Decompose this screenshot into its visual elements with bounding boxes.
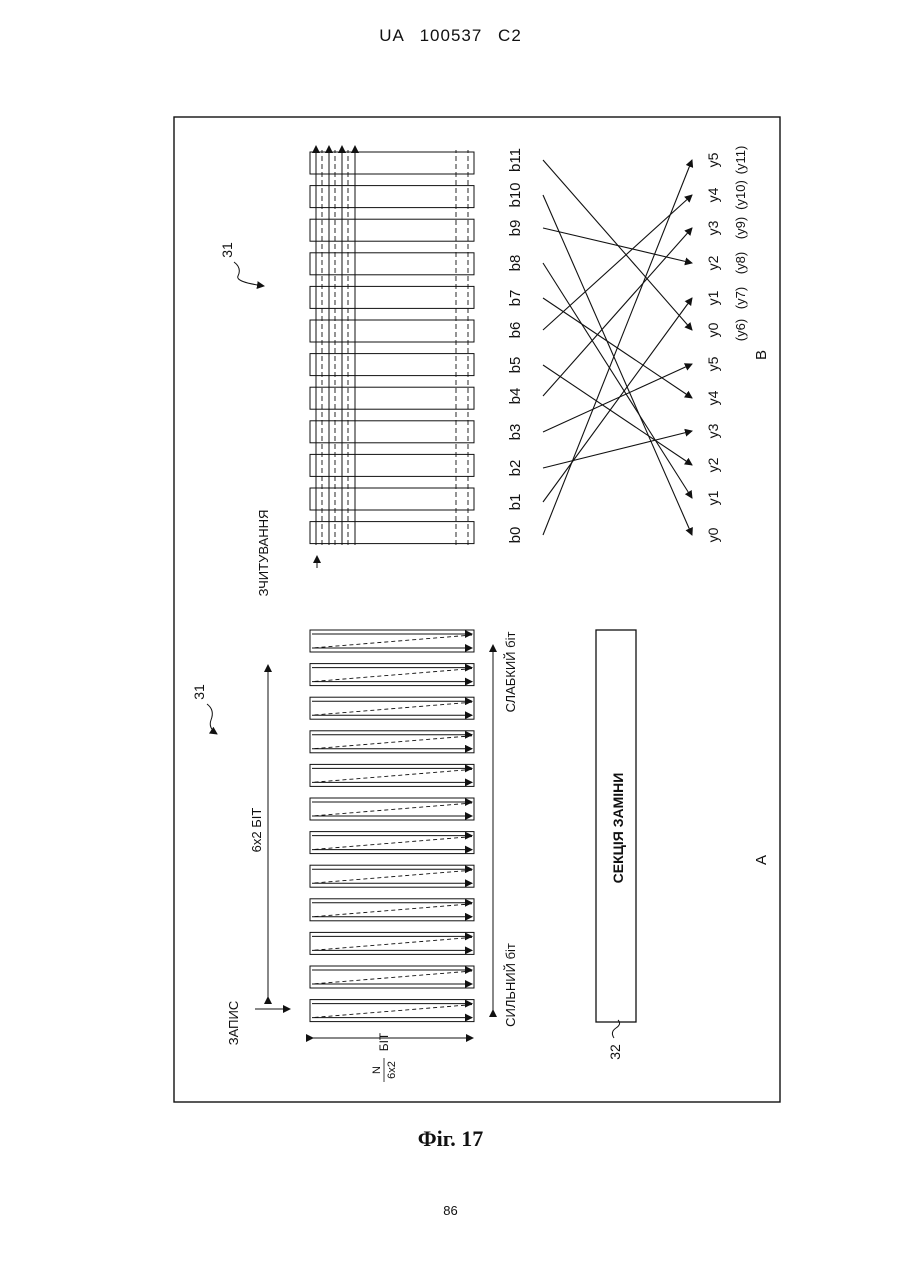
ref-31-a: 31	[191, 684, 207, 700]
mapping-line	[543, 195, 692, 330]
row-fraction-num: N	[371, 1066, 383, 1074]
bit-label: b6	[507, 322, 524, 339]
mapping-line	[543, 298, 692, 398]
section-ref-32: 32	[607, 1044, 623, 1060]
write-return-dashed	[312, 669, 472, 682]
symbol-label: y5	[705, 356, 721, 371]
symbol-label-second: (y6)	[733, 319, 748, 341]
bit-label: b8	[507, 255, 524, 272]
memory-a-row	[310, 932, 474, 954]
ref-31-b: 31	[219, 242, 235, 258]
memory-b-row	[310, 488, 474, 510]
page-number: 86	[0, 1203, 901, 1218]
ref-31-a-leader	[207, 704, 217, 734]
part-b-letter: B	[753, 350, 770, 360]
symbol-label: y1	[705, 290, 721, 305]
symbol-label: y2	[705, 255, 721, 270]
memory-a-row	[310, 731, 474, 753]
memory-a-row	[310, 764, 474, 786]
figure-caption: Фіг. 17	[0, 1126, 901, 1152]
bit-label: b10	[507, 182, 524, 207]
symbol-label-second: (y10)	[733, 180, 748, 210]
bit-label: b4	[507, 388, 524, 405]
memory-a-row	[310, 1000, 474, 1022]
memory-a-row	[310, 697, 474, 719]
write-return-dashed	[312, 1005, 472, 1018]
symbol-label: y4	[705, 390, 721, 405]
memory-a-row	[310, 899, 474, 921]
replacement-section-label: СЕКЦІЯ ЗАМІНИ	[610, 773, 626, 884]
mapping-line	[543, 298, 692, 502]
write-return-dashed	[312, 937, 472, 950]
column-bits-label: 6x2 БІТ	[249, 808, 264, 853]
symbol-label: y2	[705, 457, 721, 472]
figure-frame	[174, 117, 780, 1102]
symbol-label: y1	[705, 490, 721, 505]
symbol-label: y3	[705, 220, 721, 235]
part-a-letter: A	[753, 855, 770, 865]
memory-b	[310, 146, 474, 545]
memory-b-row	[310, 320, 474, 342]
write-return-dashed	[312, 971, 472, 984]
bit-label: b7	[507, 290, 524, 307]
row-bits-label: N 6x2 БІТ	[371, 1032, 398, 1082]
memory-a-row	[310, 630, 474, 652]
bit-label: b9	[507, 220, 524, 237]
symbol-label: y0	[705, 322, 721, 337]
mapping-line	[543, 228, 692, 396]
section-ref-32-leader	[612, 1020, 619, 1038]
memory-a-row	[310, 798, 474, 820]
ref-31-b-leader	[234, 262, 264, 286]
bit-label: b1	[507, 494, 524, 511]
write-return-dashed	[312, 870, 472, 883]
bit-label: b5	[507, 357, 524, 374]
write-return-dashed	[312, 769, 472, 782]
bit-label: b3	[507, 424, 524, 441]
write-return-dashed	[312, 803, 472, 816]
symbol-label-second: (y9)	[733, 217, 748, 239]
memory-a-row	[310, 966, 474, 988]
symbol-label-second: (y8)	[733, 252, 748, 274]
symbol-label-second: (y7)	[733, 287, 748, 309]
memory-a-row	[310, 832, 474, 854]
memory-a-row	[310, 664, 474, 686]
symbol-label: y5	[705, 152, 721, 167]
memory-a	[310, 630, 474, 1022]
write-label: ЗАПИС	[226, 1001, 241, 1045]
write-return-dashed	[312, 837, 472, 850]
symbol-label: y3	[705, 423, 721, 438]
memory-b-row	[310, 152, 474, 174]
symbol-label: y0	[705, 527, 721, 542]
memory-b-row	[310, 286, 474, 308]
memory-a-row	[310, 865, 474, 887]
bit-label: b0	[507, 527, 524, 544]
bit-label: b11	[507, 148, 524, 172]
memory-b-row	[310, 454, 474, 476]
bit-mapping: b0 b1 b2 b3 b4 b5 b6 b7 b8 b9 b10 b11 y0 y1 y2 y3 y4 y5 y0…	[507, 146, 748, 544]
write-return-dashed	[312, 635, 472, 648]
msb-label: СИЛЬНИЙ біт	[503, 943, 518, 1027]
write-return-dashed	[312, 904, 472, 917]
write-return-dashed	[312, 702, 472, 715]
symbol-label-second: (y11)	[733, 146, 748, 175]
write-return-dashed	[312, 736, 472, 749]
read-label: ЗЧИТУВАННЯ	[256, 510, 271, 597]
lsb-label: СЛАБКИЙ біт	[503, 632, 518, 713]
row-unit: БІТ	[377, 1032, 391, 1051]
row-fraction-den: 6x2	[386, 1061, 398, 1079]
symbol-label: y4	[705, 187, 721, 202]
bit-label: b2	[507, 460, 524, 477]
mapping-line	[543, 364, 692, 432]
